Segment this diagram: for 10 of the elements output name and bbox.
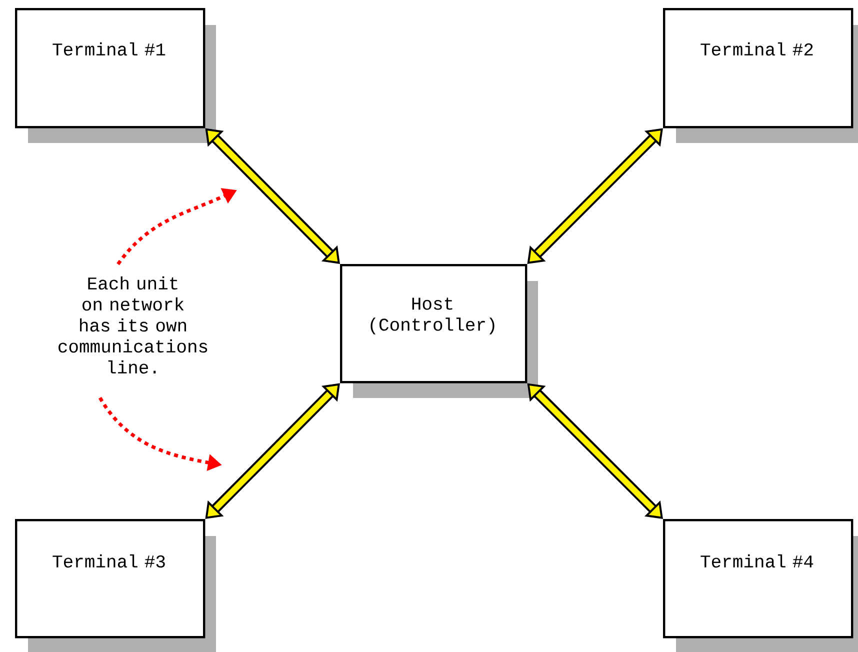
note-text: Each unit on network has its own communications line.	[58, 276, 208, 374]
host-box: Host (Controller)	[340, 264, 538, 398]
terminal-box: Terminal #4	[663, 519, 858, 652]
double-arrow	[527, 383, 663, 519]
terminal-box: Terminal #2	[663, 8, 858, 143]
double-arrow	[527, 128, 663, 264]
terminal-box: Terminal #1	[15, 8, 216, 143]
double-arrow	[205, 128, 340, 264]
terminal-box: Terminal #3	[15, 519, 216, 652]
double-arrow	[205, 383, 340, 519]
